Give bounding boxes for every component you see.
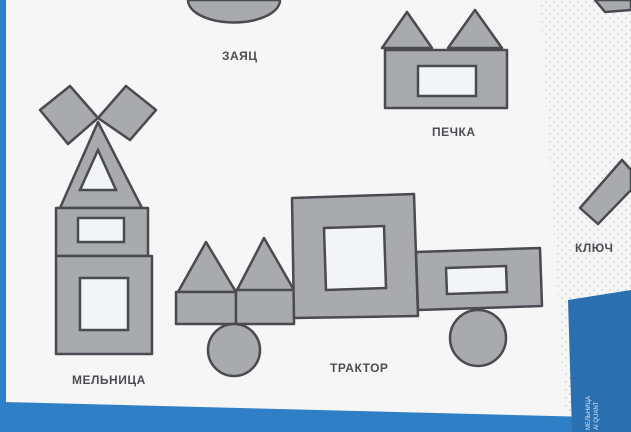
- windmill-caption: МЕЛЬНИЦА: [72, 373, 146, 387]
- key-caption: КЛЮЧ: [575, 241, 613, 255]
- hare-caption: ЗАЯЦ: [222, 49, 258, 63]
- stove-caption: ПЕЧКА: [432, 125, 476, 139]
- spine-line-1: МЕЛЬНИЦА: [586, 396, 592, 430]
- windmill-figure: [40, 86, 156, 354]
- spine-line-2: AI QUANT: [594, 401, 600, 430]
- page-left-shadow: [0, 0, 6, 410]
- tractor-caption: ТРАКТОР: [330, 361, 388, 375]
